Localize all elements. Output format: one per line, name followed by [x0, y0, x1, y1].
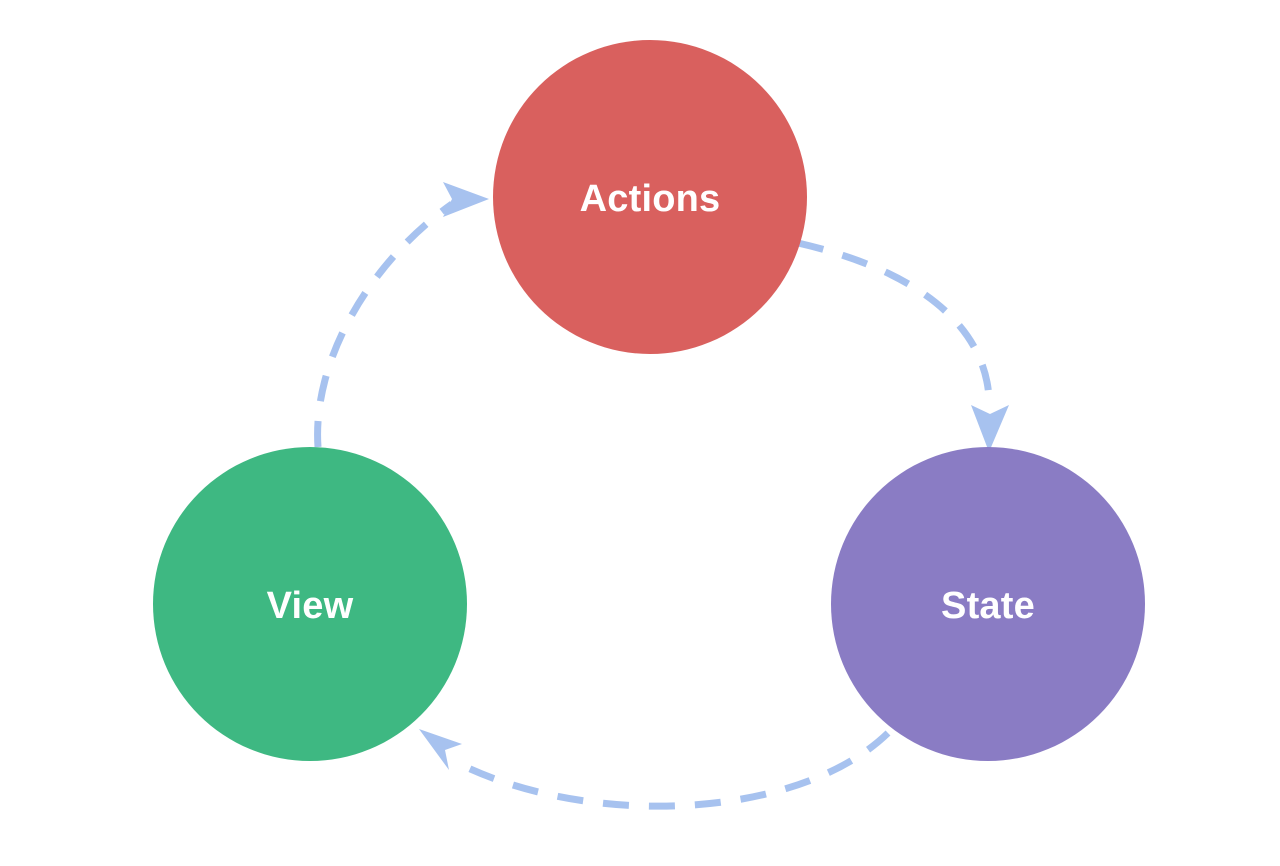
node-state-circle[interactable] [831, 447, 1145, 761]
edge-view-to-actions-path [314, 201, 455, 448]
edge-actions-to-state-path [797, 239, 993, 399]
node-actions-circle[interactable] [493, 40, 807, 354]
edge-layer [314, 182, 1009, 810]
node-view[interactable]: View [153, 447, 467, 761]
edge-state-to-view-path [466, 730, 891, 810]
node-state[interactable]: State [831, 447, 1145, 761]
node-state-label: State [941, 585, 1035, 627]
node-actions[interactable]: Actions [493, 40, 807, 354]
edge-view-to-actions-arrowhead [443, 182, 489, 217]
edge-state-to-view[interactable] [419, 729, 891, 810]
node-actions-label: Actions [580, 178, 721, 220]
edge-actions-to-state[interactable] [797, 239, 1009, 452]
node-view-circle[interactable] [153, 447, 467, 761]
edge-state-to-view-arrowhead [419, 729, 462, 770]
edge-view-to-actions[interactable] [314, 182, 489, 448]
edge-actions-to-state-arrowhead [971, 405, 1009, 452]
node-layer: Actions State View [153, 40, 1145, 761]
node-view-label: View [267, 585, 354, 627]
